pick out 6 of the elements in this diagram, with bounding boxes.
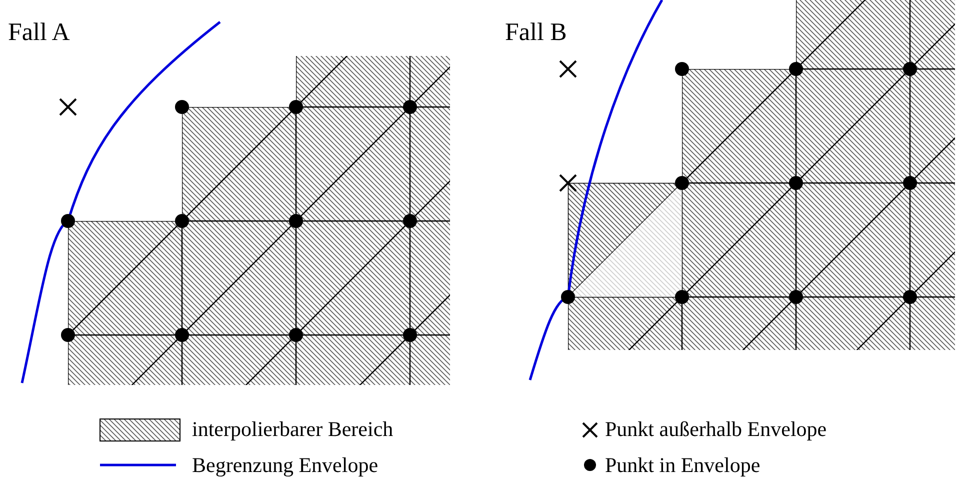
legend-text: Punkt in Envelope: [605, 455, 760, 476]
panel-label: Fall B: [505, 20, 567, 45]
panel-label: Fall A: [8, 20, 70, 45]
legend-text: Punkt außerhalb Envelope: [605, 419, 827, 440]
legend-text: Begrenzung Envelope: [192, 455, 378, 476]
legend-text: interpolierbarer Bereich: [192, 419, 394, 440]
